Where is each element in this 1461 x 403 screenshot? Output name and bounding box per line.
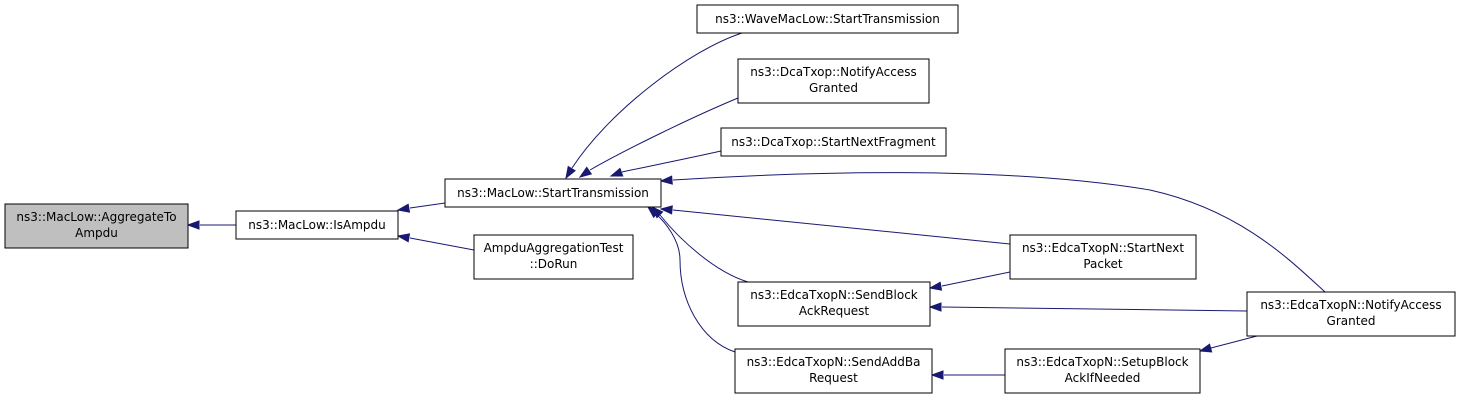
- node-ampdu-aggregation-test[interactable]: AmpduAggregationTest ::DoRun: [473, 234, 634, 280]
- arrowhead-icon: [646, 206, 660, 219]
- node-label-line: Granted: [1327, 314, 1376, 328]
- node-dca-notify-access-granted[interactable]: ns3::DcaTxop::NotifyAccess Granted: [737, 58, 930, 104]
- arrowhead-icon: [659, 175, 673, 185]
- edge-edca-notify-to-send-block-ack: [928, 302, 1248, 312]
- arrowhead-icon: [578, 166, 593, 178]
- node-wave-start-transmission[interactable]: ns3::WaveMacLow::StartTransmission: [696, 4, 959, 34]
- edge-wave-start-to-start-transmission: [565, 32, 743, 180]
- node-label-line: ns3::MacLow::IsAmpdu: [248, 218, 385, 232]
- node-label-line: Ampdu: [75, 226, 118, 240]
- edge-line: [571, 32, 743, 169]
- node-dca-start-next-fragment[interactable]: ns3::DcaTxop::StartNextFragment: [720, 127, 947, 157]
- edge-line: [941, 306, 1248, 312]
- node-label-line: ns3::EdcaTxopN::SendAddBa: [747, 355, 921, 369]
- edge-dca-notify-to-start-transmission: [578, 97, 739, 178]
- edge-line: [621, 150, 722, 173]
- arrowhead-icon: [396, 233, 411, 243]
- node-label-line: ns3::WaveMacLow::StartTransmission: [715, 12, 940, 26]
- node-label-line: ns3::EdcaTxopN::NotifyAccess: [1260, 298, 1441, 312]
- node-label-line: ns3::MacLow::AggregateTo: [16, 210, 176, 224]
- node-setup-block-ack-if-needed[interactable]: ns3::EdcaTxopN::SetupBlock AckIfNeeded: [1004, 348, 1201, 394]
- arrowhead-icon: [609, 167, 624, 177]
- edge-send-add-ba-to-start-transmission: [646, 206, 736, 353]
- edge-is-ampdu-to-aggregate: [186, 220, 236, 230]
- nodes-layer: ns3::MacLow::AggregateTo Ampdu ns3::MacL…: [4, 4, 1456, 394]
- edges-layer: [186, 32, 1326, 380]
- arrowhead-icon: [186, 220, 200, 230]
- edge-line: [655, 213, 736, 353]
- node-label-line: Packet: [1083, 257, 1123, 271]
- node-label-line: Request: [809, 371, 858, 385]
- edge-line: [672, 209, 1011, 245]
- node-label-line: ns3::DcaTxop::NotifyAccess: [750, 65, 916, 79]
- edge-send-block-ack-to-start-transmission: [650, 205, 749, 283]
- node-send-add-ba-request[interactable]: ns3::EdcaTxopN::SendAddBa Request: [734, 348, 933, 394]
- arrowhead-icon: [1198, 343, 1213, 353]
- edge-ampdu-test-to-is-ampdu: [396, 233, 475, 251]
- edge-line: [409, 202, 446, 209]
- node-label-line: ::DoRun: [530, 257, 578, 271]
- node-label-line: ns3::DcaTxop::StartNextFragment: [731, 135, 936, 149]
- edge-start-next-packet-to-send-block-ack: [928, 271, 1011, 291]
- edge-line: [659, 214, 749, 283]
- node-start-transmission[interactable]: ns3::MacLow::StartTransmission: [444, 178, 662, 208]
- node-label-line: ns3::EdcaTxopN::StartNext: [1022, 241, 1184, 255]
- node-label-line: AmpduAggregationTest: [484, 241, 624, 255]
- edge-line: [589, 97, 739, 171]
- node-label-line: AckRequest: [799, 304, 870, 318]
- edge-edca-notify-to-setup-block-ack: [1198, 335, 1258, 353]
- arrowhead-icon: [928, 302, 942, 312]
- node-send-block-ack-request[interactable]: ns3::EdcaTxopN::SendBlock AckRequest: [737, 281, 931, 327]
- edge-edca-notify-to-start-transmission: [659, 172, 1326, 293]
- node-label-line: ns3::EdcaTxopN::SendBlock: [750, 288, 918, 302]
- node-start-next-packet[interactable]: ns3::EdcaTxopN::StartNext Packet: [1009, 234, 1197, 280]
- arrowhead-icon: [565, 165, 576, 180]
- edge-dca-next-frag-to-start-transmission: [609, 150, 722, 177]
- edge-line: [672, 172, 1326, 293]
- edge-line: [941, 271, 1011, 287]
- node-aggregate-to-ampdu[interactable]: ns3::MacLow::AggregateTo Ampdu: [4, 203, 189, 249]
- node-label-line: ns3::EdcaTxopN::SetupBlock: [1016, 355, 1188, 369]
- node-label-line: ns3::MacLow::StartTransmission: [457, 186, 649, 200]
- arrowhead-icon: [396, 203, 411, 213]
- edge-start-next-packet-to-start-transmission: [659, 205, 1011, 245]
- node-label-line: AckIfNeeded: [1065, 371, 1141, 385]
- node-edca-notify-access-granted[interactable]: ns3::EdcaTxopN::NotifyAccess Granted: [1246, 291, 1456, 337]
- edge-setup-block-ack-to-send-add-ba: [930, 370, 1005, 380]
- arrowhead-icon: [930, 370, 944, 380]
- edge-start-transmission-to-is-ampdu: [396, 202, 446, 213]
- node-label-line: Granted: [809, 81, 858, 95]
- node-is-ampdu[interactable]: ns3::MacLow::IsAmpdu: [235, 210, 399, 240]
- arrowhead-icon: [928, 281, 943, 291]
- arrowhead-icon: [659, 205, 673, 215]
- edge-line: [1210, 335, 1258, 349]
- edge-line: [409, 237, 475, 251]
